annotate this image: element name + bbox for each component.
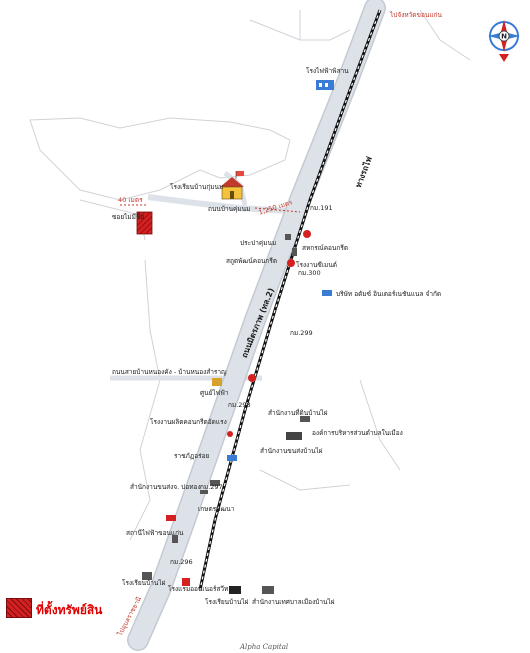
compass-icon: N [486, 18, 522, 62]
place-label: ซอยไม่มีชื่อ [112, 213, 145, 221]
place-label: เกษตรพัฒนา [198, 505, 235, 513]
place-label: โรงเรียนบ้านไผ่ [205, 598, 249, 606]
destination-north-label: ไปจังหวัดขอนแก่น [390, 11, 442, 19]
compass-letter: N [501, 33, 507, 41]
place-label: สำนักงานขนส่งบ้านไผ่ [260, 447, 323, 455]
legend-label: ที่ตั้งทรัพย์สิน [36, 603, 103, 617]
place-label: โรงงานผลิตคอนกรีตอัดแรง [150, 418, 227, 426]
place-label: โรงแรมออนเนอร์สวีท [168, 585, 229, 593]
place-label: สำนักงานที่ดินบ้านไผ่ [268, 409, 328, 417]
factory-icon [316, 80, 334, 90]
area-boundaries [29, 9, 471, 541]
place-label: สำนักงานเทศบาลเมืองบ้านไผ่ [252, 598, 335, 606]
building-markers [142, 234, 310, 594]
place-label: กม.297 [200, 483, 223, 491]
place-label: สถานีไฟฟ้าขอนแก่น [126, 529, 184, 537]
place-label: โรงงานซีเมนต์ [296, 261, 338, 269]
place-label: สำนักงานขนส่งจ. บ่อทอง [130, 483, 201, 491]
side-road-label: ถนนบ้านคุ่มนม [208, 205, 251, 213]
credit-label: Alpha Capital [240, 643, 289, 651]
place-label: กม.191 [310, 204, 333, 212]
red-markers [227, 230, 311, 437]
place-label: กม.298 [228, 401, 251, 409]
place-label: กม.300 [298, 269, 321, 277]
distance-site-label: 40 เมตร [118, 196, 143, 204]
blue-markers [227, 290, 332, 461]
crossing-road-label: ถนนสายบ้านหนองคัง - บ้านหนองสำราญ [112, 368, 227, 376]
place-label: สหกรณ์คอนกรีต [302, 244, 349, 252]
distance-line-road [254, 207, 301, 213]
place-label: ราชภัฏอร่อย [174, 452, 210, 460]
school-icon [220, 171, 244, 200]
site-parcel [136, 211, 153, 235]
place-label: องค์การบริหารส่วนตำบลในเมือง [312, 429, 403, 437]
place-label: ศูนย์ไฟฟ้า [200, 389, 229, 397]
highway [127, 0, 386, 651]
railway-line [198, 9, 382, 591]
place-label: กม.299 [290, 329, 313, 337]
place-label: โรงเรียนบ้านกุ่มนม [170, 183, 224, 191]
place-label: บริษัท อดัมซ์ อินเตอร์เนชันแนล จำกัด [336, 290, 442, 298]
place-label: โรงเรียนบ้านไผ่ [122, 579, 166, 587]
place-label: สถูตพัฒน์คอนกรีต [226, 257, 278, 265]
legend-swatch-icon [6, 598, 32, 618]
place-label: ประปาคุ่มนม [240, 239, 277, 247]
place-label: กม.296 [170, 558, 193, 566]
place-label: โรงไฟฟ้าพิสาน [306, 67, 349, 75]
